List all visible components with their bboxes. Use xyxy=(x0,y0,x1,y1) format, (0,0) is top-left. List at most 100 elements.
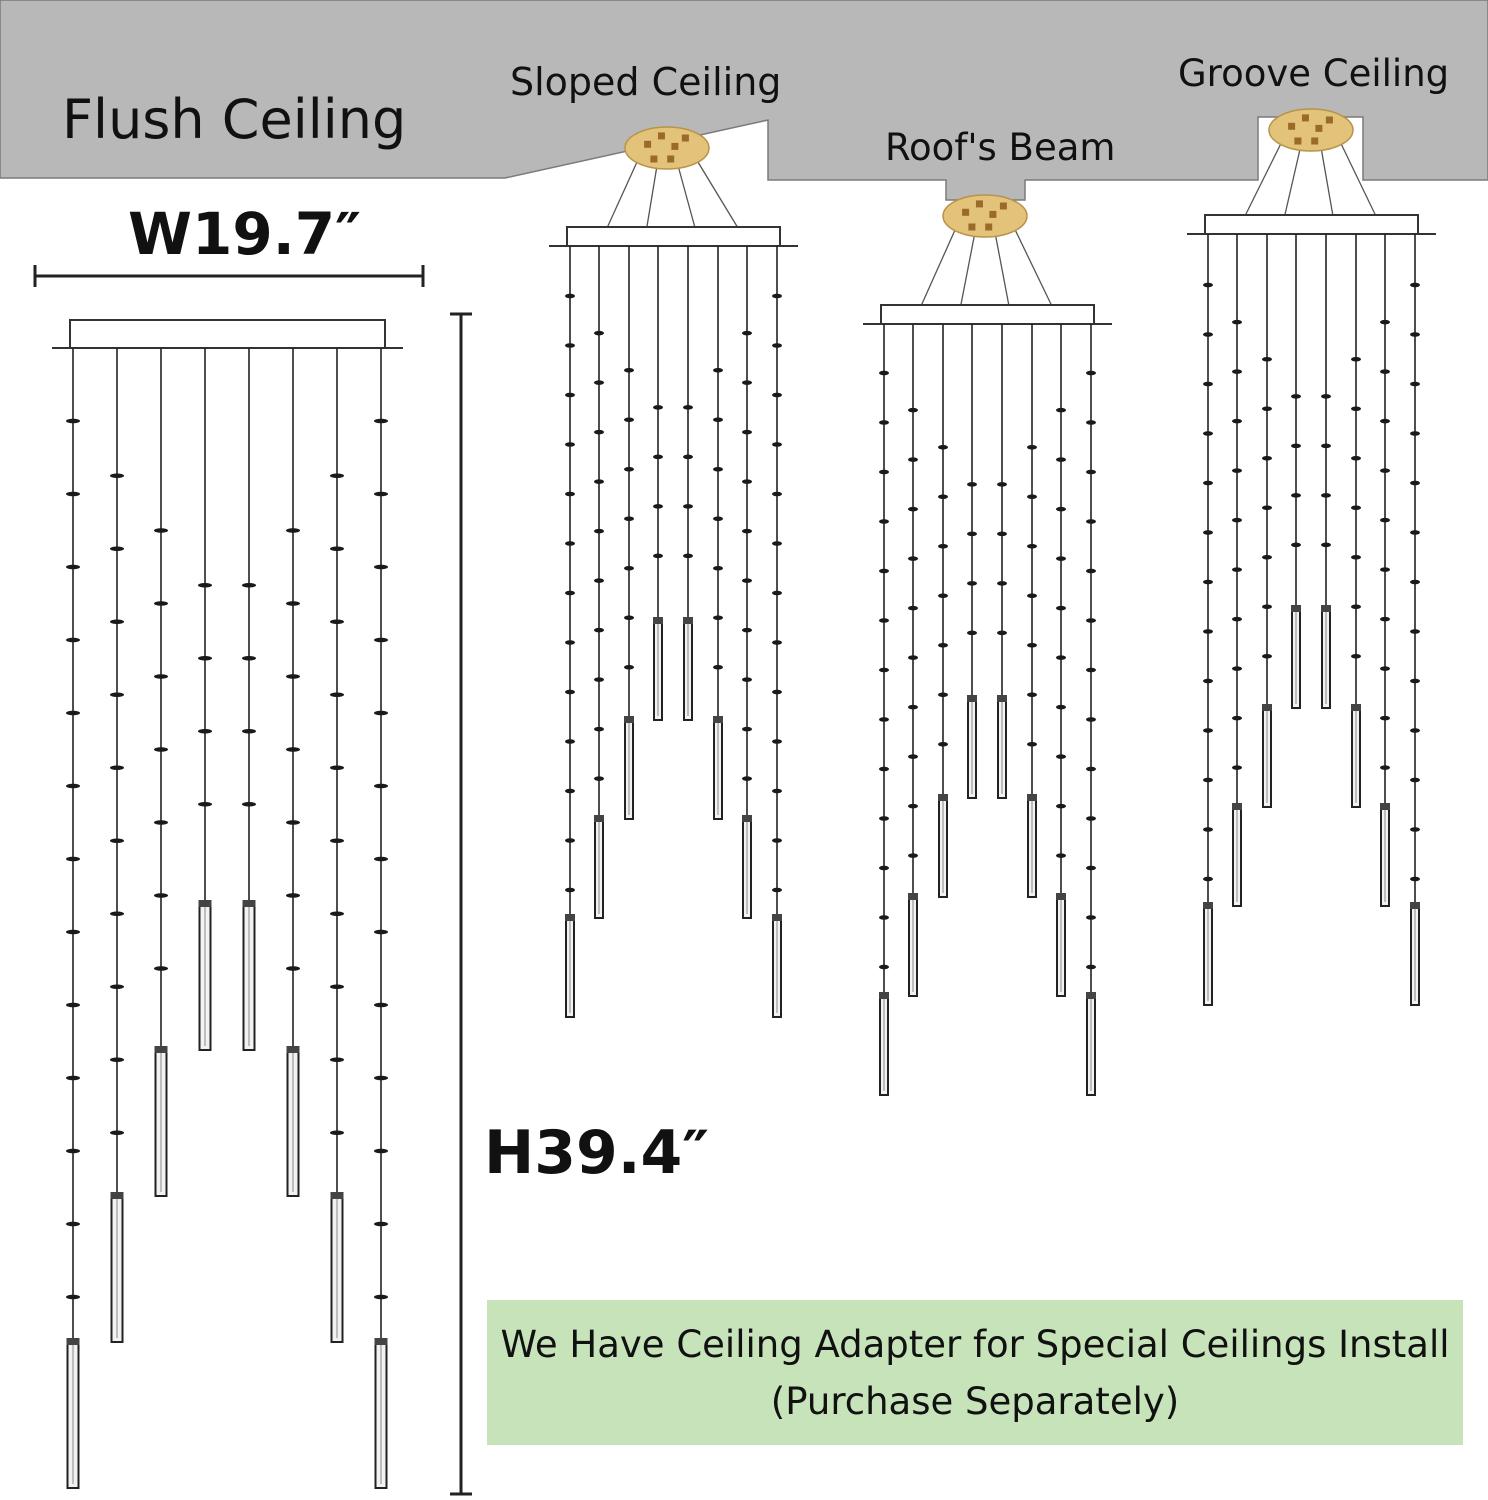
crystal-bead xyxy=(1351,604,1361,610)
crystal-bead xyxy=(1410,777,1420,783)
crystal-bead xyxy=(967,531,977,537)
crystal-bead xyxy=(594,776,604,781)
crystal-bead xyxy=(330,765,344,771)
crystal-bead xyxy=(330,984,344,990)
crystal-bead xyxy=(594,726,604,732)
crystal-bead xyxy=(1351,356,1361,362)
crystal-bead xyxy=(198,801,212,807)
crystal-bead xyxy=(624,615,634,621)
crystal-bead xyxy=(1410,579,1420,585)
crystal-bead xyxy=(1232,765,1242,770)
ceiling-canopy xyxy=(1268,108,1354,152)
crystal-bead xyxy=(1232,616,1242,622)
crystal-bead xyxy=(1203,629,1213,634)
crystal-bead xyxy=(1321,493,1331,498)
crystal-bead xyxy=(1291,493,1301,498)
canopy-screw xyxy=(671,142,679,150)
crystal-bead xyxy=(1232,319,1242,325)
canopy-screw xyxy=(1294,137,1302,145)
crystal-bead xyxy=(374,1294,388,1300)
crystal-bead xyxy=(374,418,388,424)
canopy-screw xyxy=(644,140,652,148)
crystal-bead xyxy=(624,367,634,373)
crystal-bead xyxy=(594,528,604,534)
mounting-plate xyxy=(1204,214,1419,235)
crystal-bead xyxy=(330,1057,344,1063)
crystal-bead xyxy=(1262,356,1272,362)
crystal-bead xyxy=(1086,568,1096,574)
crystal-bead xyxy=(594,380,604,385)
crystal-bead xyxy=(1232,369,1242,374)
crystal-bead xyxy=(110,692,124,698)
light-tube-cap xyxy=(330,1192,344,1199)
groove-ceiling-label: Groove Ceiling xyxy=(1178,52,1450,95)
crystal-bead xyxy=(110,619,124,625)
crystal-bead xyxy=(286,601,300,606)
crystal-bead xyxy=(66,783,80,789)
crystal-bead xyxy=(1380,567,1390,572)
crystal-bead xyxy=(1262,604,1272,610)
crystal-bead xyxy=(772,343,782,348)
light-tube-cap xyxy=(154,1046,168,1053)
crystal-bead xyxy=(938,543,948,549)
crystal-bead xyxy=(66,564,80,570)
crystal-bead xyxy=(967,581,977,586)
crystal-bead xyxy=(653,504,663,509)
crystal-bead xyxy=(198,728,212,734)
crystal-bead xyxy=(1380,616,1390,622)
crystal-bead xyxy=(1410,876,1420,882)
crystal-bead xyxy=(1086,915,1096,920)
crystal-bead xyxy=(879,469,889,475)
crystal-bead xyxy=(997,482,1007,487)
crystal-bead xyxy=(1262,406,1272,412)
crystal-bead xyxy=(594,330,604,336)
crystal-bead xyxy=(742,429,752,435)
crystal-bead xyxy=(908,457,918,462)
crystal-bead xyxy=(1203,777,1213,783)
crystal-bead xyxy=(1056,803,1066,809)
crystal-bead xyxy=(908,655,918,660)
crystal-bead xyxy=(742,479,752,484)
crystal-bead xyxy=(938,692,948,698)
crystal-bead xyxy=(967,630,977,636)
crystal-bead xyxy=(1410,728,1420,733)
crystal-bead xyxy=(594,677,604,682)
crystal-bead xyxy=(154,747,168,752)
crystal-bead xyxy=(242,801,256,807)
crystal-bead xyxy=(683,454,693,460)
crystal-bead xyxy=(374,564,388,570)
crystal-bead xyxy=(565,689,575,695)
crystal-bead xyxy=(110,1057,124,1063)
crystal-bead xyxy=(772,541,782,546)
crystal-bead xyxy=(713,466,723,472)
crystal-bead xyxy=(374,929,388,935)
light-tube-cap xyxy=(1203,902,1213,909)
crystal-bead xyxy=(879,766,889,772)
crystal-bead xyxy=(742,627,752,633)
suspension-wire xyxy=(1337,137,1376,216)
crystal-bead xyxy=(624,516,634,522)
crystal-bead xyxy=(879,519,889,524)
crystal-bead xyxy=(66,491,80,497)
crystal-bead xyxy=(713,565,723,571)
crystal-bead xyxy=(1203,282,1213,288)
crystal-bead xyxy=(565,788,575,794)
crystal-bead xyxy=(653,454,663,460)
crystal-bead xyxy=(154,674,168,679)
dimension-lines xyxy=(33,265,472,1496)
crystal-bead xyxy=(330,473,344,479)
crystal-bead xyxy=(1262,505,1272,511)
crystal-bead xyxy=(1056,605,1066,611)
crystal-bead xyxy=(1291,394,1301,399)
crystal-bead xyxy=(1291,542,1301,548)
suspension-wire xyxy=(1011,223,1052,306)
crystal-bead xyxy=(66,710,80,716)
crystal-bead xyxy=(1321,542,1331,548)
canopy-screw xyxy=(657,132,665,140)
crystal-bead xyxy=(565,590,575,596)
crystal-bead xyxy=(330,546,344,552)
crystal-bead xyxy=(1410,381,1420,387)
crystal-bead xyxy=(565,640,575,645)
crystal-bead xyxy=(1203,530,1213,535)
crystal-bead xyxy=(198,582,212,588)
